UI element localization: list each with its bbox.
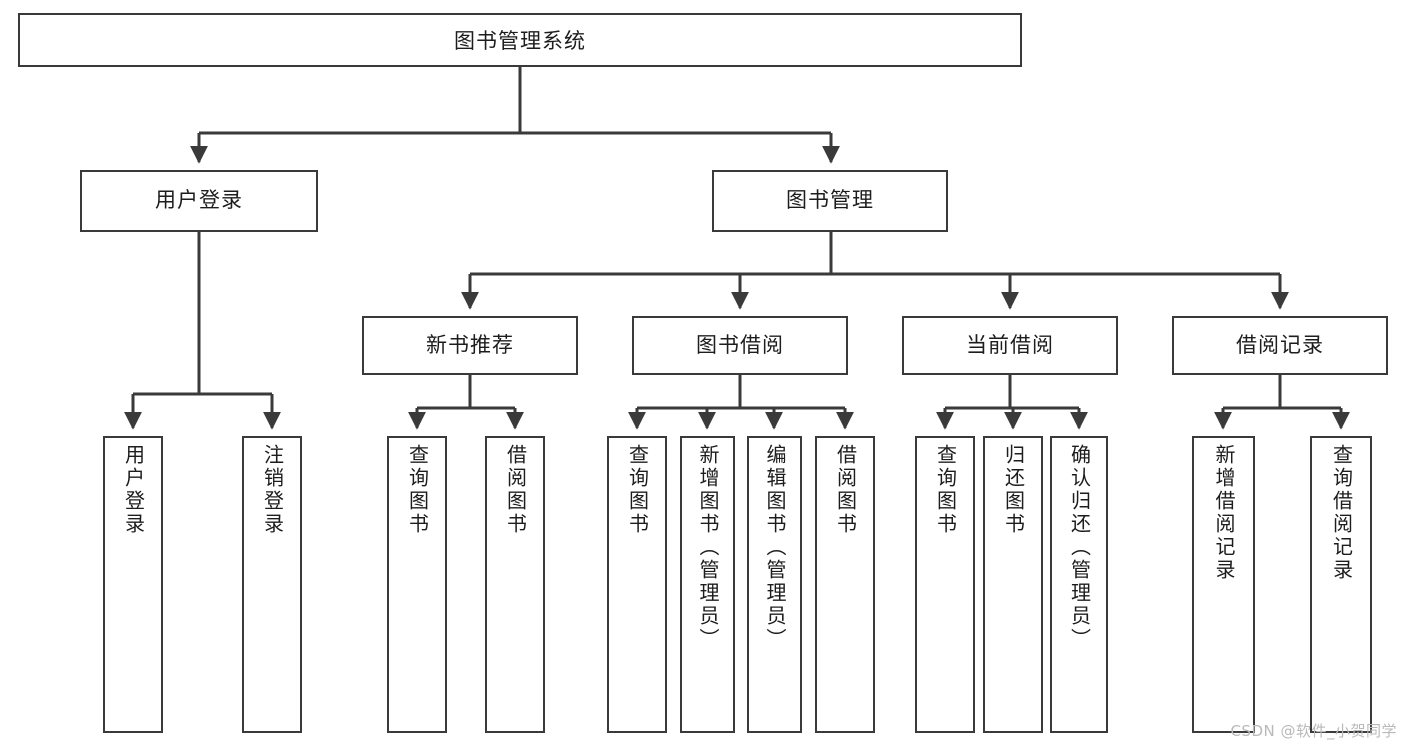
node-root[interactable]: 图书管理系统 — [18, 13, 1022, 67]
node-new-book-recommend-label: 新书推荐 — [426, 332, 514, 357]
node-leaf-query-book-3[interactable]: 查询图书 — [915, 436, 975, 733]
csdn-watermark: CSDN @软件_小贺同学 — [1230, 722, 1397, 740]
node-user-login[interactable]: 用户登录 — [80, 170, 318, 232]
node-leaf-query-book-1-label: 查询图书 — [405, 444, 430, 536]
node-leaf-add-record-label: 新增借阅记录 — [1212, 444, 1236, 582]
node-book-borrow[interactable]: 图书借阅 — [632, 316, 848, 375]
node-borrow-record[interactable]: 借阅记录 — [1172, 316, 1388, 375]
node-leaf-borrow-book-1[interactable]: 借阅图书 — [485, 436, 545, 733]
node-leaf-query-record-label: 查询借阅记录 — [1329, 444, 1354, 582]
node-leaf-user-login-label: 用户登录 — [121, 444, 146, 536]
node-root-label: 图书管理系统 — [454, 29, 586, 53]
node-leaf-confirm-return[interactable]: 确认归还（管理员） — [1050, 436, 1108, 733]
node-leaf-add-record[interactable]: 新增借阅记录 — [1192, 436, 1255, 733]
node-leaf-query-book-2[interactable]: 查询图书 — [607, 436, 667, 733]
node-book-borrow-label: 图书借阅 — [696, 332, 784, 357]
node-leaf-return-book[interactable]: 归还图书 — [983, 436, 1043, 733]
node-leaf-edit-book-label: 编辑图书（管理员） — [763, 444, 787, 651]
node-leaf-query-book-1[interactable]: 查询图书 — [387, 436, 447, 733]
node-book-manage-label: 图书管理 — [786, 188, 874, 213]
node-leaf-user-login[interactable]: 用户登录 — [103, 436, 163, 733]
node-leaf-confirm-return-label: 确认归还（管理员） — [1067, 444, 1092, 651]
node-leaf-add-book-label: 新增图书（管理员） — [696, 444, 720, 651]
node-leaf-return-book-label: 归还图书 — [1001, 444, 1026, 536]
node-leaf-borrow-book-1-label: 借阅图书 — [503, 444, 528, 536]
node-leaf-logout-label: 注销登录 — [260, 444, 285, 536]
node-user-login-label: 用户登录 — [155, 188, 243, 213]
node-current-borrow-label: 当前借阅 — [966, 332, 1054, 357]
node-leaf-add-book[interactable]: 新增图书（管理员） — [680, 436, 735, 733]
node-book-manage[interactable]: 图书管理 — [712, 170, 948, 232]
node-leaf-query-book-2-label: 查询图书 — [625, 444, 650, 536]
node-current-borrow[interactable]: 当前借阅 — [902, 316, 1118, 375]
node-borrow-record-label: 借阅记录 — [1236, 332, 1324, 357]
node-leaf-borrow-book-2-label: 借阅图书 — [833, 444, 858, 536]
node-leaf-query-book-3-label: 查询图书 — [933, 444, 958, 536]
node-leaf-borrow-book-2[interactable]: 借阅图书 — [815, 436, 875, 733]
node-new-book-recommend[interactable]: 新书推荐 — [362, 316, 578, 375]
node-leaf-query-record[interactable]: 查询借阅记录 — [1310, 436, 1372, 733]
node-leaf-edit-book[interactable]: 编辑图书（管理员） — [747, 436, 802, 733]
node-leaf-logout[interactable]: 注销登录 — [242, 436, 302, 733]
